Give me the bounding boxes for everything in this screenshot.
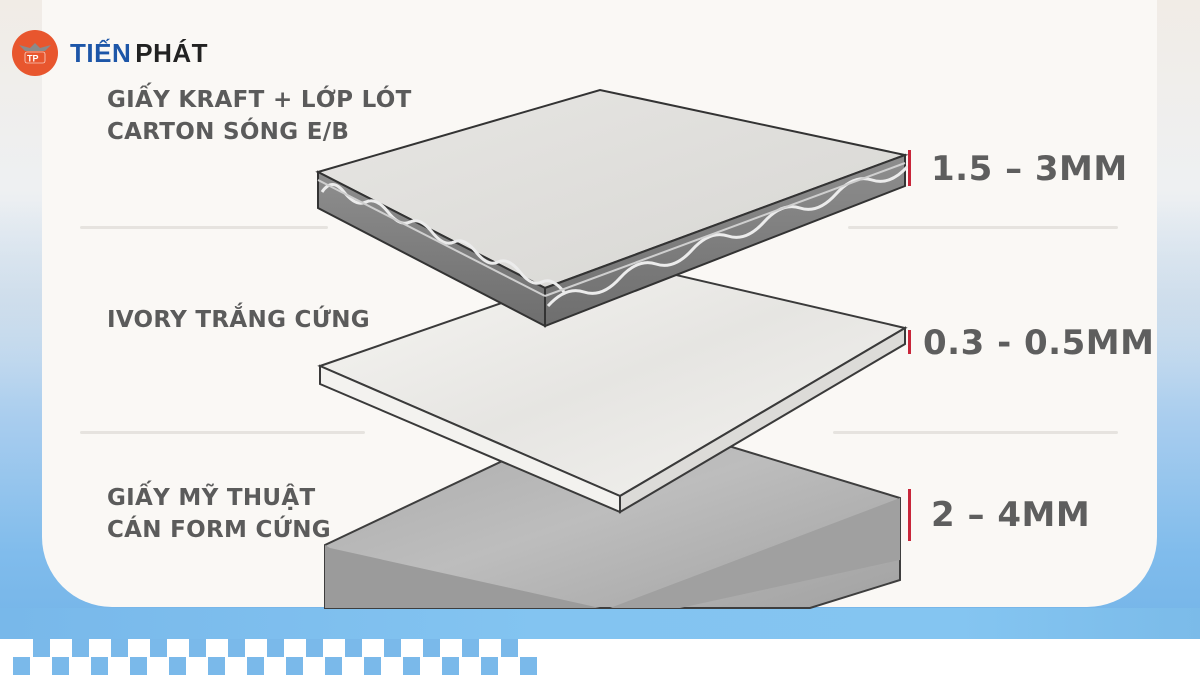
checker-square <box>208 657 225 675</box>
checker-square <box>364 639 381 657</box>
checker-square <box>52 657 69 675</box>
divider-left-2 <box>80 431 365 434</box>
layer-2-label-line-1: IVORY TRẮNG CỨNG <box>107 307 370 333</box>
thickness-marker-3 <box>908 489 911 541</box>
checker-square <box>325 639 342 657</box>
checker-square <box>403 639 420 657</box>
checker-square <box>422 657 440 675</box>
checker-square <box>130 657 147 675</box>
svg-text:TP: TP <box>27 54 39 64</box>
checker-square <box>13 639 30 657</box>
checker-square <box>110 639 128 657</box>
blue-band <box>0 608 1200 639</box>
checker-square <box>91 639 108 657</box>
checker-square <box>520 639 537 657</box>
checker-square <box>71 657 89 675</box>
thickness-marker-2 <box>908 330 911 354</box>
checker-square <box>208 639 225 657</box>
checker-square <box>32 639 50 657</box>
checker-square <box>286 657 303 675</box>
layer-3-label: GIẤY MỸ THUẬT CÁN FORM CỨNG <box>107 482 331 546</box>
checker-square <box>266 657 284 675</box>
tp-eagle-badge-icon: TP <box>12 30 58 76</box>
checker-square <box>52 639 69 657</box>
checker-square <box>169 657 186 675</box>
checker-square <box>383 657 401 675</box>
checker-square <box>344 639 362 657</box>
brand-name-part1: TIẾN <box>70 38 132 68</box>
checker-square <box>500 657 518 675</box>
layer-1-label-line-2: CARTON SÓNG E/B <box>107 119 350 145</box>
layer-2-label: IVORY TRẮNG CỨNG <box>107 304 370 336</box>
corrugated-board-icon <box>315 88 910 328</box>
checker-square <box>71 639 89 657</box>
checker-pattern <box>0 639 537 675</box>
layer-1-thickness: 1.5 – 3MM <box>931 149 1128 189</box>
checker-square <box>461 639 479 657</box>
checker-square <box>442 639 459 657</box>
checker-square <box>149 657 167 675</box>
checker-square <box>188 657 206 675</box>
checker-square <box>520 657 537 675</box>
layer-1-label-line-1: GIẤY KRAFT + LỚP LÓT <box>107 87 412 113</box>
divider-right-2 <box>833 431 1118 434</box>
checker-square <box>325 657 342 675</box>
checker-square <box>13 657 30 675</box>
ivory-sheet-icon <box>317 260 908 514</box>
checker-square <box>286 639 303 657</box>
checker-square <box>169 639 186 657</box>
checker-square <box>383 639 401 657</box>
checker-square <box>500 639 518 657</box>
checker-square <box>130 639 147 657</box>
checker-square <box>344 657 362 675</box>
layer-1-label: GIẤY KRAFT + LỚP LÓT CARTON SÓNG E/B <box>107 84 412 148</box>
checker-square <box>403 657 420 675</box>
divider-right-1 <box>848 226 1118 229</box>
checker-square <box>188 639 206 657</box>
checker-square <box>266 639 284 657</box>
checker-square <box>305 639 323 657</box>
checker-square <box>481 657 498 675</box>
checker-square <box>442 657 459 675</box>
divider-left-1 <box>80 226 328 229</box>
checker-square <box>32 657 50 675</box>
checker-square <box>461 657 479 675</box>
checker-square <box>149 639 167 657</box>
checker-square <box>247 639 264 657</box>
checker-square <box>247 657 264 675</box>
thickness-marker-1 <box>908 150 911 186</box>
checker-square <box>364 657 381 675</box>
checker-square <box>227 639 245 657</box>
layer-3-label-line-1: GIẤY MỸ THUẬT <box>107 485 316 511</box>
checker-square <box>422 639 440 657</box>
checker-square <box>305 657 323 675</box>
layer-2-thickness: 0.3 - 0.5MM <box>923 323 1155 363</box>
brand-name-part2: PHÁT <box>135 38 209 68</box>
layer-3-label-line-2: CÁN FORM CỨNG <box>107 517 331 543</box>
layer-3-thickness: 2 – 4MM <box>931 495 1091 535</box>
checker-square <box>481 639 498 657</box>
checker-square <box>227 657 245 675</box>
checker-square <box>91 657 108 675</box>
checker-square <box>110 657 128 675</box>
